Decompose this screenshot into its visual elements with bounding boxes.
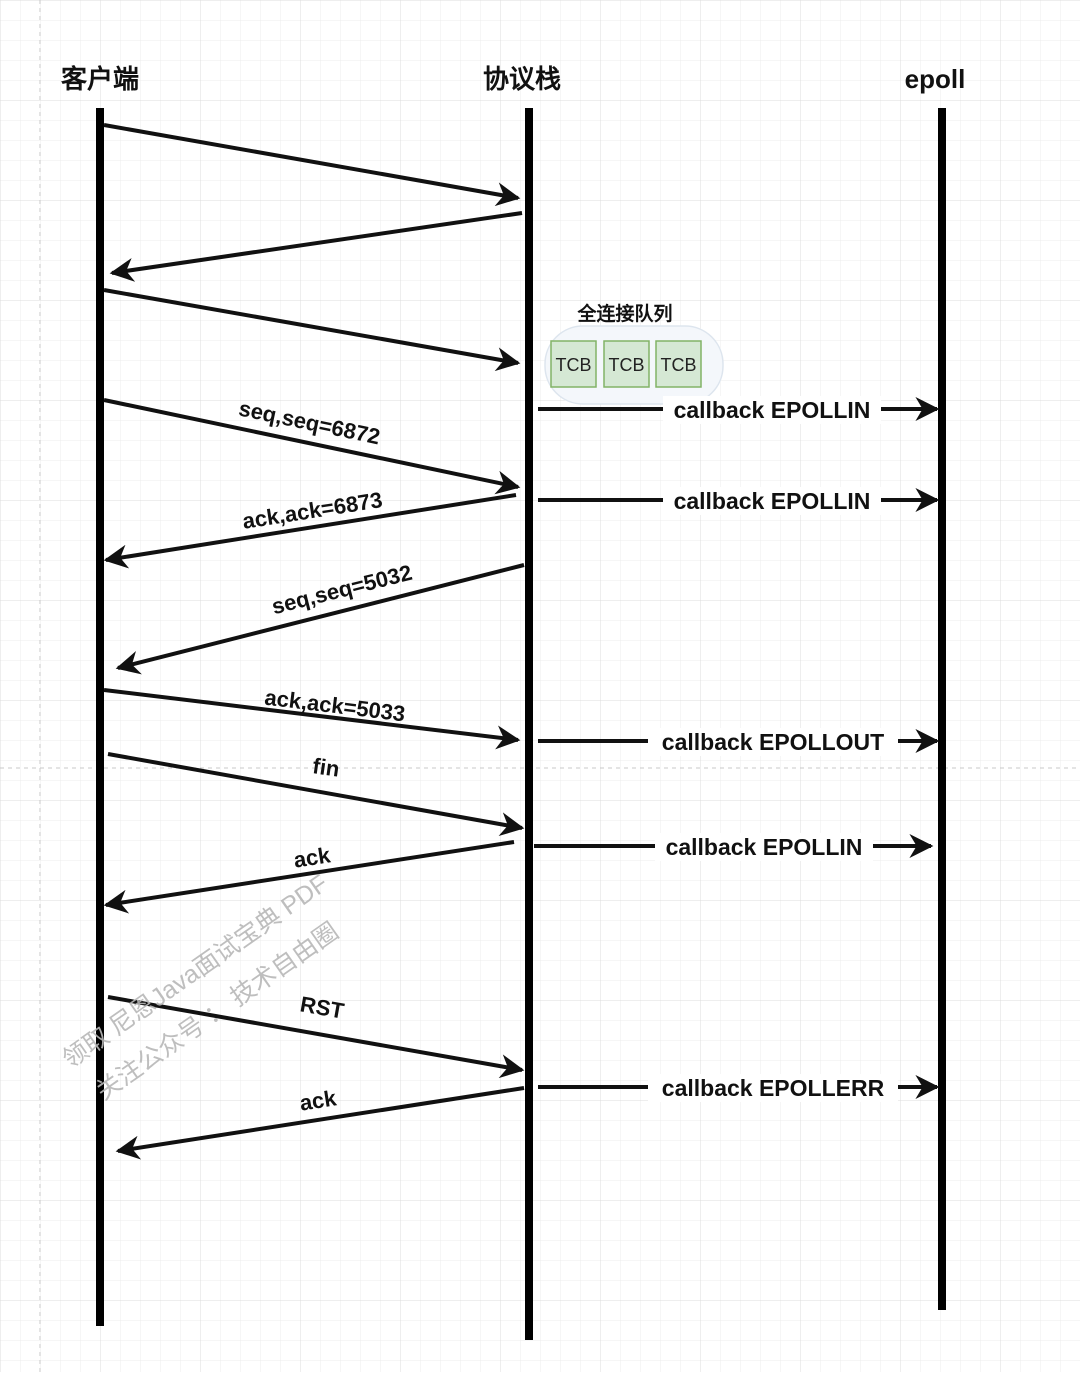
- msg-arrow-rst: [107, 995, 525, 1079]
- msg-arrow-seq-6872: [103, 398, 521, 495]
- tcb-label: TCB: [661, 355, 697, 375]
- callback-label-epollin-3: callback EPOLLIN: [655, 833, 873, 861]
- msg-arrow-handshake-ack: [103, 288, 521, 372]
- msg-arrow-syn-ack: [109, 211, 523, 282]
- msg-arrow-ack-rst: [115, 1086, 525, 1160]
- msg-arrow-ack-6873: [103, 493, 517, 569]
- svg-text:callback EPOLLOUT: callback EPOLLOUT: [662, 729, 884, 755]
- msg-arrow-ack-5033: [103, 688, 521, 750]
- queue-title: 全连接队列: [576, 302, 672, 325]
- tcb-item: TCB: [550, 340, 597, 388]
- msg-label-fin: fin: [311, 753, 341, 781]
- svg-text:callback EPOLLERR: callback EPOLLERR: [662, 1075, 885, 1101]
- svg-text:callback EPOLLIN: callback EPOLLIN: [666, 834, 863, 860]
- callback-label-epollin-1: callback EPOLLIN: [663, 396, 881, 424]
- callback-label-epollout: callback EPOLLOUT: [648, 728, 898, 756]
- tcb-label: TCB: [609, 355, 645, 375]
- svg-text:callback EPOLLIN: callback EPOLLIN: [674, 488, 871, 514]
- msg-label-ack-fin: ack: [292, 842, 333, 873]
- callback-label-epollerr: callback EPOLLERR: [648, 1074, 898, 1102]
- tcb-label: TCB: [556, 355, 592, 375]
- msg-arrow-syn: [103, 123, 521, 207]
- callback-label-epollin-2: callback EPOLLIN: [663, 487, 881, 515]
- lane-header-client: 客户端: [61, 64, 139, 94]
- msg-label-ack-rst: ack: [298, 1085, 339, 1116]
- tcb-item: TCB: [603, 340, 650, 388]
- svg-text:callback EPOLLIN: callback EPOLLIN: [674, 397, 871, 423]
- msg-arrow-ack-fin: [103, 840, 515, 914]
- tcb-item: TCB: [655, 340, 702, 388]
- lane-header-stack: 协议栈: [483, 64, 561, 94]
- lane-header-epoll: epoll: [905, 64, 966, 94]
- msg-arrow-seq-5032: [115, 563, 525, 675]
- msg-arrow-fin: [107, 752, 525, 837]
